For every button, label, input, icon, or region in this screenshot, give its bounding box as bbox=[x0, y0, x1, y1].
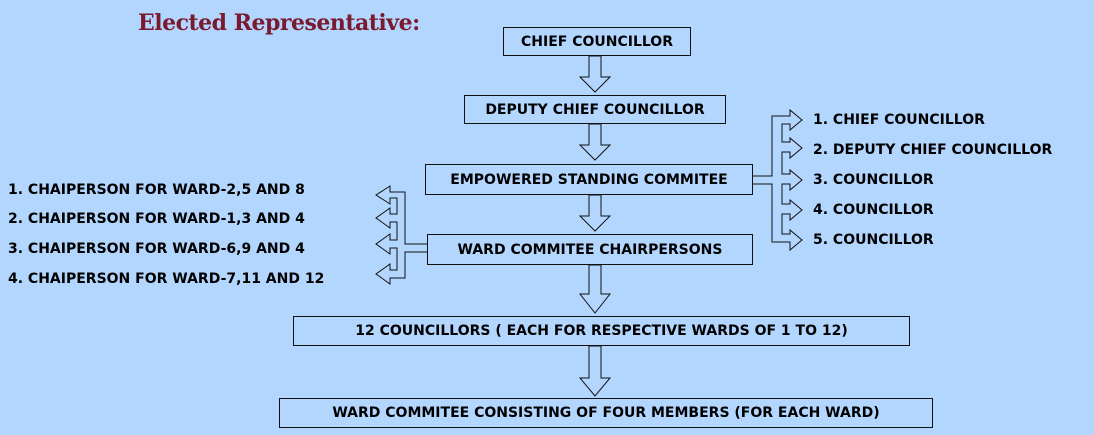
chairperson-label: 4. CHAIPERSON FOR WARD-7,11 AND 12 bbox=[8, 271, 325, 287]
standing-member-label: 1. CHIEF COUNCILLOR bbox=[813, 112, 985, 128]
chairperson-label: 1. CHAIPERSON FOR WARD-2,5 AND 8 bbox=[8, 182, 305, 198]
arrow-deputy-to-standing bbox=[578, 123, 612, 161]
diagram-title: Elected Representative: bbox=[138, 10, 420, 36]
chairperson-label: 3. CHAIPERSON FOR WARD-6,9 AND 4 bbox=[8, 241, 305, 257]
chairperson-label: 2. CHAIPERSON FOR WARD-1,3 AND 4 bbox=[8, 211, 305, 227]
ward-committee-chairpersons-box: WARD COMMITEE CHAIRPERSONS bbox=[427, 234, 753, 265]
arrow-wardchair-to-councillors bbox=[578, 264, 612, 314]
bracket-chairpersons bbox=[375, 185, 429, 285]
arrow-standing-to-wardchair bbox=[578, 194, 612, 232]
arrow-councillors-to-wardcommittee bbox=[578, 345, 612, 397]
arrow-chief-to-deputy bbox=[578, 55, 612, 93]
chief-councillor-box: CHIEF COUNCILLOR bbox=[503, 27, 691, 56]
standing-member-label: 5. COUNCILLOR bbox=[813, 232, 934, 248]
twelve-councillors-box: 12 COUNCILLORS ( EACH FOR RESPECTIVE WAR… bbox=[293, 316, 910, 346]
ward-committee-members-box: WARD COMMITEE CONSISTING OF FOUR MEMBERS… bbox=[279, 398, 933, 428]
bracket-standing-members bbox=[751, 108, 803, 252]
standing-member-label: 2. DEPUTY CHIEF COUNCILLOR bbox=[813, 142, 1053, 158]
standing-member-label: 4. COUNCILLOR bbox=[813, 202, 934, 218]
deputy-chief-councillor-box: DEPUTY CHIEF COUNCILLOR bbox=[464, 95, 726, 124]
standing-member-label: 3. COUNCILLOR bbox=[813, 172, 934, 188]
empowered-standing-committee-box: EMPOWERED STANDING COMMITEE bbox=[425, 164, 753, 195]
